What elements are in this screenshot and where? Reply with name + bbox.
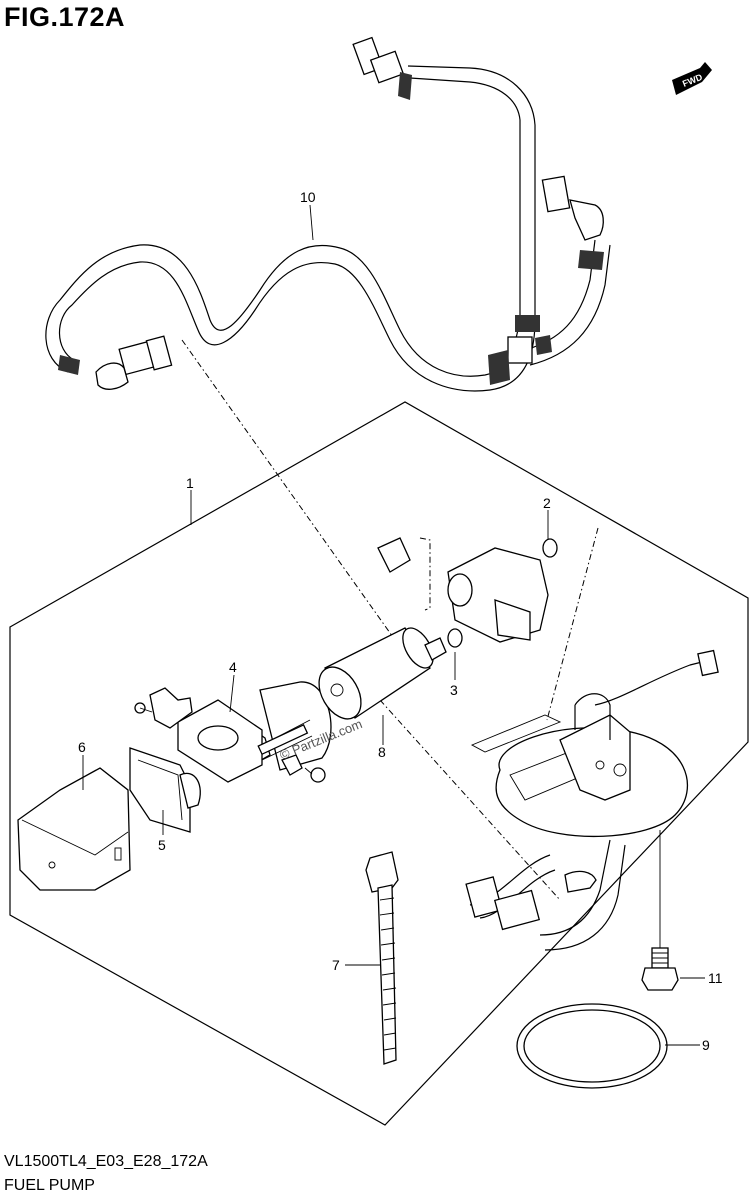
mounting-clip <box>134 687 193 729</box>
cable-tie <box>365 851 399 1065</box>
fuel-pump-motor <box>318 627 447 720</box>
diagram-name: FUEL PUMP <box>4 1177 95 1194</box>
leader-lines <box>82 204 705 1046</box>
callout-5: 5 <box>158 837 166 853</box>
fuel-hose-assembly <box>45 36 611 392</box>
pump-holder <box>177 681 332 783</box>
o-ring-small <box>447 628 463 648</box>
filter-cover <box>17 767 131 891</box>
guide-line-connector <box>379 699 561 901</box>
small-screw <box>281 754 326 783</box>
callout-9: 9 <box>702 1037 710 1053</box>
callout-2: 2 <box>543 495 551 511</box>
mounting-bolt <box>641 947 679 991</box>
callout-11: 11 <box>708 970 723 986</box>
forward-direction-badge: FWD <box>672 62 712 95</box>
callout-numbers: 10 1 2 3 4 5 6 7 8 9 11 <box>78 189 723 1053</box>
assembly-outline <box>9 401 749 1126</box>
guide-line-hose <box>181 339 396 641</box>
filter-element <box>129 747 201 833</box>
pump-plate-assembly <box>465 649 719 951</box>
figure-title: FIG.172A <box>4 2 126 32</box>
o-ring-upper <box>542 538 558 558</box>
diagram-code: VL1500TL4_E03_E28_172A <box>4 1153 208 1170</box>
callout-6: 6 <box>78 739 86 755</box>
callout-10: 10 <box>300 189 316 205</box>
callout-8: 8 <box>378 744 386 760</box>
callout-7: 7 <box>332 957 340 973</box>
callout-1: 1 <box>186 475 194 491</box>
gasket-ring <box>516 1003 668 1089</box>
pressure-regulator <box>377 537 549 643</box>
callout-3: 3 <box>450 682 458 698</box>
guide-line-valve-bracket <box>419 527 599 721</box>
callout-4: 4 <box>229 659 237 675</box>
